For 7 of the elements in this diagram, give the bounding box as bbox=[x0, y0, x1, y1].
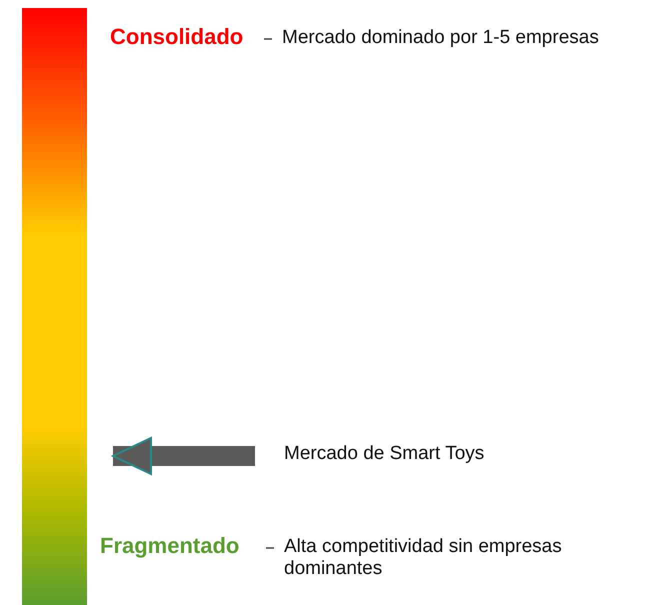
scale-heading: Consolidado bbox=[110, 24, 244, 50]
scale-heading: Fragmentado bbox=[100, 533, 240, 559]
arrow bbox=[112, 437, 255, 475]
description-text: Mercado dominado por 1-5 empresas bbox=[282, 27, 599, 49]
gradient-scale-bar bbox=[22, 8, 87, 605]
market-label: Mercado de Smart Toys bbox=[284, 443, 484, 465]
description-text: Alta competitividad sin empresas dominantes bbox=[284, 536, 563, 580]
